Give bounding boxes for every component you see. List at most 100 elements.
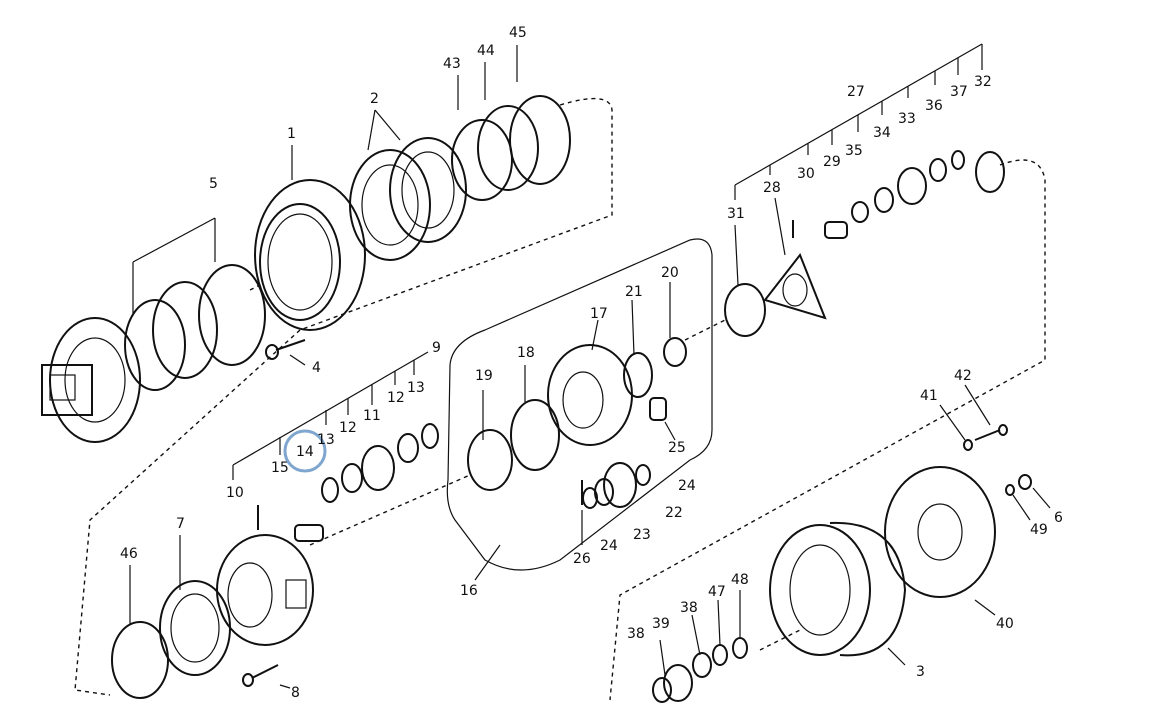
label-23: 23 — [633, 527, 651, 543]
ring-43 — [451, 119, 513, 201]
washer-13b — [421, 423, 439, 449]
bolt-42 — [974, 424, 1008, 441]
carrier-28 — [763, 253, 827, 320]
label-2: 2 — [370, 91, 379, 107]
label-38a: 38 — [680, 600, 698, 616]
label-48: 48 — [731, 572, 749, 588]
washer-37 — [951, 150, 965, 170]
label-15: 15 — [271, 460, 289, 476]
label-16: 16 — [460, 583, 478, 599]
pin-29 — [824, 221, 848, 239]
seal-ring-5 — [124, 264, 266, 391]
sun-gear-19 — [467, 429, 513, 491]
washer-41 — [963, 439, 973, 451]
hydraulic-motor-hub — [41, 317, 141, 443]
label-12a: 12 — [339, 420, 357, 436]
assembly-outline-upper — [299, 97, 613, 331]
label-29: 29 — [823, 154, 841, 170]
highlight-circle — [283, 429, 327, 473]
label-39: 39 — [652, 616, 670, 632]
label-38b: 38 — [627, 626, 645, 642]
label-20: 20 — [661, 265, 679, 281]
label-33: 33 — [898, 111, 916, 127]
gear-33 — [897, 167, 927, 205]
bearing-2 — [349, 137, 467, 261]
planet-gear-22 — [603, 462, 637, 508]
needle-bearing-12b — [397, 433, 419, 463]
needle-bearing-12a — [341, 463, 363, 493]
washer-47 — [712, 644, 728, 666]
label-8: 8 — [291, 685, 300, 701]
bolt-4 — [265, 339, 306, 360]
ring-gear-housing-3 — [769, 521, 907, 657]
label-14: 14 — [296, 444, 314, 460]
label-43: 43 — [443, 56, 461, 72]
label-35: 35 — [845, 143, 863, 159]
ring-45 — [509, 95, 571, 185]
ring-18 — [510, 399, 560, 471]
gear-31 — [724, 283, 766, 337]
label-26: 26 — [573, 551, 591, 567]
assembly-outline-left — [74, 329, 301, 696]
label-7: 7 — [176, 516, 185, 532]
label-19: 19 — [475, 368, 493, 384]
label-10: 10 — [226, 485, 244, 501]
washer-24b — [635, 464, 651, 486]
label-21: 21 — [625, 284, 643, 300]
label-42: 42 — [954, 368, 972, 384]
label-30: 30 — [797, 166, 815, 182]
leader-tree-9 — [232, 351, 429, 480]
bearing-housing-1 — [254, 179, 366, 331]
assembly-outline-right — [609, 159, 1046, 701]
label-32: 32 — [974, 74, 992, 90]
label-27: 27 — [847, 84, 865, 100]
label-4: 4 — [312, 360, 321, 376]
label-49: 49 — [1030, 522, 1048, 538]
label-5: 5 — [209, 176, 218, 192]
label-36: 36 — [925, 98, 943, 114]
label-25: 25 — [668, 440, 686, 456]
label-18: 18 — [517, 345, 535, 361]
snap-ring-38a — [652, 677, 672, 703]
bolt-8 — [242, 664, 279, 687]
planetary-group-box — [446, 238, 713, 571]
cover-40 — [884, 466, 996, 598]
callout-labels: 1 2 3 4 5 6 7 8 9 10 11 12 12 13 13 14 1… — [120, 25, 1063, 701]
washer-48 — [732, 637, 748, 659]
ring-46 — [111, 621, 169, 699]
label-17: 17 — [590, 306, 608, 322]
axis-lines — [249, 284, 801, 651]
washer-13a — [321, 477, 339, 503]
label-37: 37 — [950, 84, 968, 100]
plug-6 — [1018, 474, 1032, 490]
label-11: 11 — [363, 408, 381, 424]
label-22: 22 — [665, 505, 683, 521]
label-40: 40 — [996, 616, 1014, 632]
label-12b: 12 — [387, 390, 405, 406]
label-47: 47 — [708, 584, 726, 600]
pin-25 — [649, 397, 667, 421]
oring-49 — [1005, 484, 1015, 496]
washer-20 — [663, 337, 687, 367]
leader-lines — [129, 45, 1051, 689]
gear-11 — [361, 445, 395, 491]
label-44: 44 — [477, 43, 495, 59]
ring-44 — [477, 105, 539, 191]
label-6: 6 — [1054, 510, 1063, 526]
label-13b: 13 — [407, 380, 425, 396]
planet-carrier-17 — [547, 344, 633, 446]
label-13a: 13 — [317, 432, 335, 448]
label-28: 28 — [763, 180, 781, 196]
washer-36 — [929, 158, 947, 182]
label-34: 34 — [873, 125, 891, 141]
planet-carrier-10 — [216, 534, 314, 646]
label-45: 45 — [509, 25, 527, 41]
bearing-7 — [159, 580, 231, 676]
washer-24a — [582, 487, 598, 509]
label-1: 1 — [287, 126, 296, 142]
label-24a: 24 — [678, 478, 696, 494]
snap-ring-32 — [975, 151, 1005, 193]
label-31: 31 — [727, 206, 745, 222]
label-46: 46 — [120, 546, 138, 562]
